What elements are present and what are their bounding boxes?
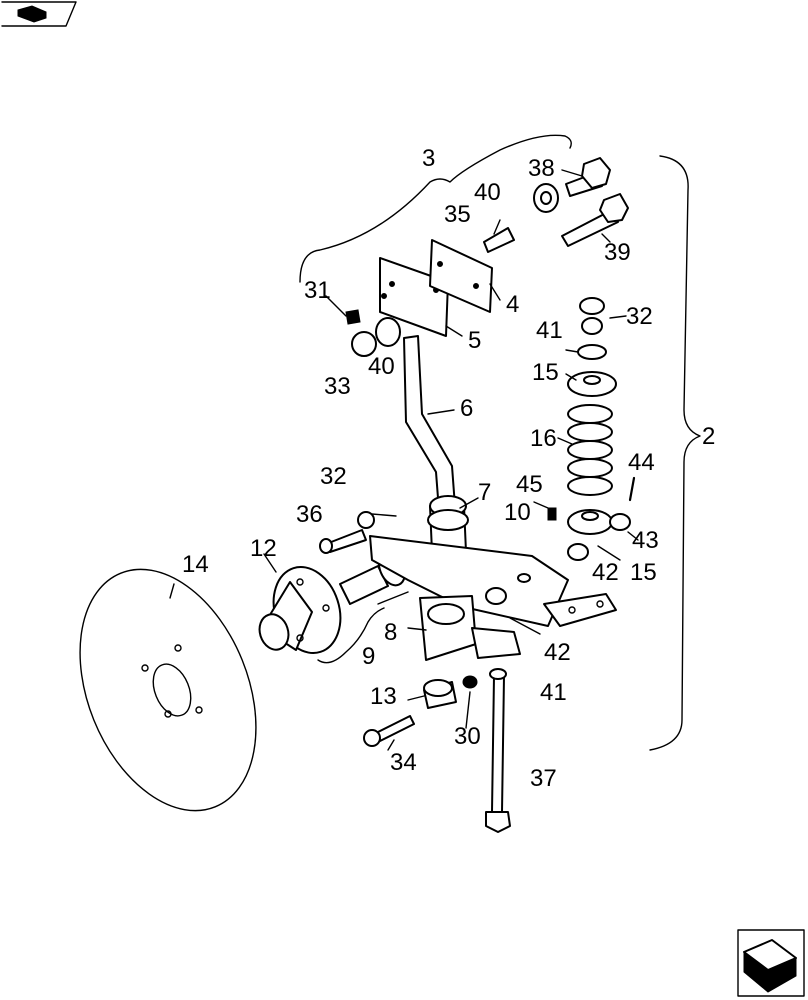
callout-40: 40 (474, 179, 501, 206)
leader-lines (169, 169, 639, 751)
forward-nav-icon[interactable] (737, 929, 805, 997)
callout-37: 37 (530, 765, 557, 792)
spring-seat-15-bottom (567, 509, 613, 535)
callout-12: 12 (250, 535, 277, 562)
assembly-9-brace (317, 607, 385, 664)
assembly-3-brace (299, 134, 572, 283)
housing-8 (419, 595, 521, 661)
callout-39: 39 (604, 239, 631, 266)
swivel-7 (427, 495, 469, 553)
callout-33: 33 (324, 373, 351, 400)
callout-16: 16 (530, 425, 557, 452)
callout-14: 14 (182, 551, 209, 578)
callout-40: 40 (368, 353, 395, 380)
callout-5: 5 (468, 327, 481, 354)
callout-41: 41 (540, 679, 567, 706)
disc-blade-14 (79, 568, 257, 812)
callout-7: 7 (478, 479, 491, 506)
callout-32: 32 (626, 303, 653, 330)
callout-41: 41 (536, 317, 563, 344)
nut-31 (345, 309, 361, 325)
washer-41-top (577, 344, 607, 360)
callout-44: 44 (628, 449, 655, 476)
callout-36: 36 (296, 501, 323, 528)
callout-38: 38 (528, 155, 555, 182)
nut-33 (351, 331, 377, 357)
washer-43 (609, 513, 631, 531)
callout-35: 35 (444, 201, 471, 228)
bushing-13 (423, 679, 457, 709)
bolt-35 (483, 227, 515, 253)
callout-10: 10 (504, 499, 531, 526)
washer-40-left (375, 317, 401, 347)
callout-4: 4 (506, 291, 519, 318)
bolt-34 (363, 715, 415, 747)
callout-31: 31 (304, 277, 331, 304)
bracket-4 (429, 239, 493, 313)
nut-32-left (357, 511, 375, 529)
callout-43: 43 (632, 527, 659, 554)
callout-15: 15 (630, 559, 657, 586)
spring-16 (567, 404, 613, 496)
nut-30 (462, 675, 478, 689)
callout-42: 42 (544, 639, 571, 666)
bolt-38 (565, 157, 611, 197)
callout-45: 45 (516, 471, 543, 498)
spring-seat-15-top (567, 371, 617, 397)
spindle-shaft (339, 565, 389, 605)
callout-3: 3 (422, 145, 435, 172)
washer-40-top (533, 183, 559, 213)
callout-34: 34 (390, 749, 417, 776)
clip-45 (547, 507, 557, 521)
callout-42: 42 (592, 559, 619, 586)
bolt-39 (561, 193, 629, 247)
hub-12 (258, 566, 342, 654)
callout-8: 8 (384, 619, 397, 646)
callout-13: 13 (370, 683, 397, 710)
bolt-36 (319, 529, 367, 554)
callout-15: 15 (532, 359, 559, 386)
pin-44 (628, 476, 636, 502)
washer-42-right (567, 543, 589, 561)
back-nav-icon[interactable] (1, 1, 77, 27)
nut-32-top (579, 297, 605, 335)
callout-2: 2 (702, 423, 715, 450)
callout-30: 30 (454, 723, 481, 750)
bolt-37 (485, 668, 511, 833)
washer-42-center (485, 587, 507, 605)
callout-9: 9 (362, 643, 375, 670)
assembly-2-brace (649, 155, 701, 751)
callout-6: 6 (460, 395, 473, 422)
callout-32: 32 (320, 463, 347, 490)
callout-labels: 3 38 40 35 39 31 4 32 41 5 33 40 15 6 16… (182, 145, 715, 792)
